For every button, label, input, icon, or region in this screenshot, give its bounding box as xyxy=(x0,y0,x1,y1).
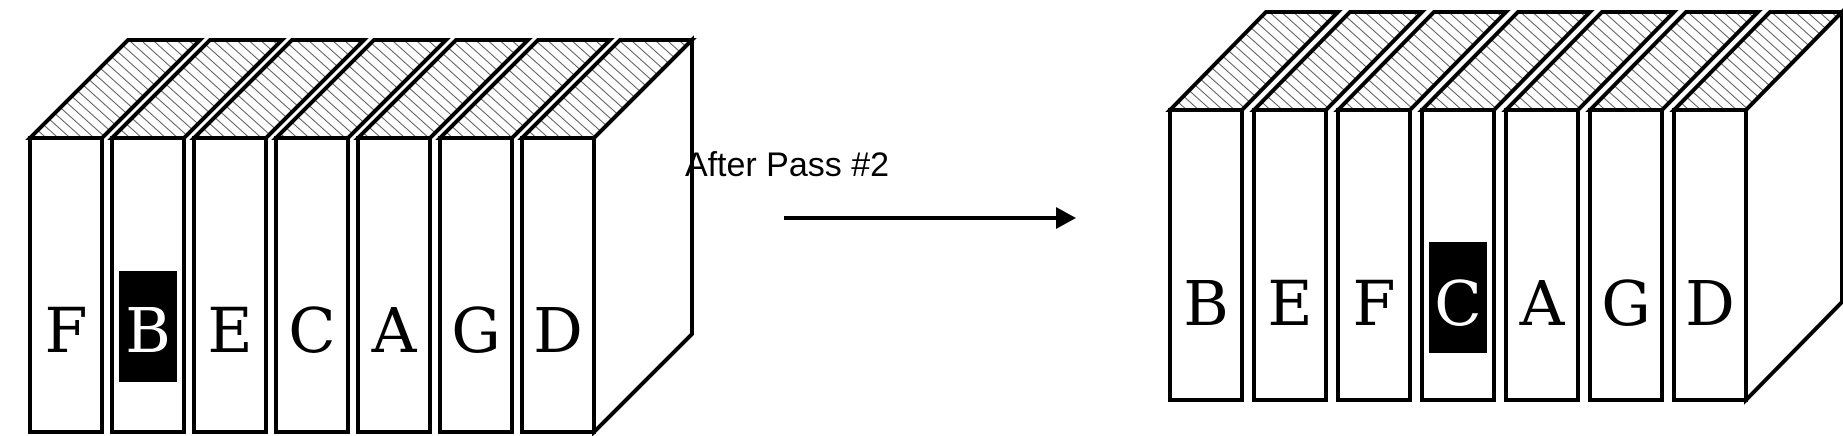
highlight-box xyxy=(1429,242,1487,353)
book-A: A xyxy=(1501,10,1679,402)
book-F: F xyxy=(1333,10,1511,402)
book-spine xyxy=(1672,108,1748,402)
book-label: E xyxy=(1267,267,1312,340)
book-spine xyxy=(1504,108,1580,402)
book-label: B xyxy=(125,294,171,367)
book-label: C xyxy=(288,294,335,367)
book-B: B xyxy=(107,38,287,434)
book-label: A xyxy=(1519,267,1566,340)
book-G: G xyxy=(1585,10,1763,402)
book-spine xyxy=(192,136,268,434)
book-B: B xyxy=(1165,10,1343,402)
book-spine xyxy=(356,136,432,434)
book-spine xyxy=(274,136,350,434)
book-label: F xyxy=(1352,267,1395,340)
book-spine xyxy=(1588,108,1664,402)
book-C: C xyxy=(1417,10,1595,402)
book-label: C xyxy=(1434,267,1481,340)
book-spine xyxy=(1168,108,1244,402)
book-label: E xyxy=(207,294,252,367)
book-A: A xyxy=(353,38,533,434)
book-E: E xyxy=(1249,10,1427,402)
book-spine xyxy=(1252,108,1328,402)
book-label: D xyxy=(533,294,583,367)
book-spine xyxy=(28,136,104,434)
book-spine xyxy=(1336,108,1412,402)
highlight-box xyxy=(119,271,177,382)
book-E: E xyxy=(189,38,369,434)
book-G: G xyxy=(435,38,615,434)
book-D: D xyxy=(1669,10,1843,402)
transition-arrow: After Pass #2 xyxy=(685,146,1076,229)
book-label: F xyxy=(44,294,87,367)
transition-label: After Pass #2 xyxy=(685,146,889,184)
book-label: G xyxy=(451,294,501,367)
book-spine xyxy=(520,136,596,434)
shelf-side-face xyxy=(1744,8,1843,405)
book-label: D xyxy=(1685,267,1735,340)
book-spine xyxy=(438,136,514,434)
book-label: B xyxy=(1183,267,1229,340)
book-C: C xyxy=(271,38,451,434)
arrow-head-icon xyxy=(1056,207,1076,229)
book-label: A xyxy=(371,294,418,367)
book-F: F xyxy=(25,38,205,434)
book-label: G xyxy=(1601,267,1651,340)
book-D: D xyxy=(517,38,697,434)
shelf-side-face xyxy=(592,35,694,436)
